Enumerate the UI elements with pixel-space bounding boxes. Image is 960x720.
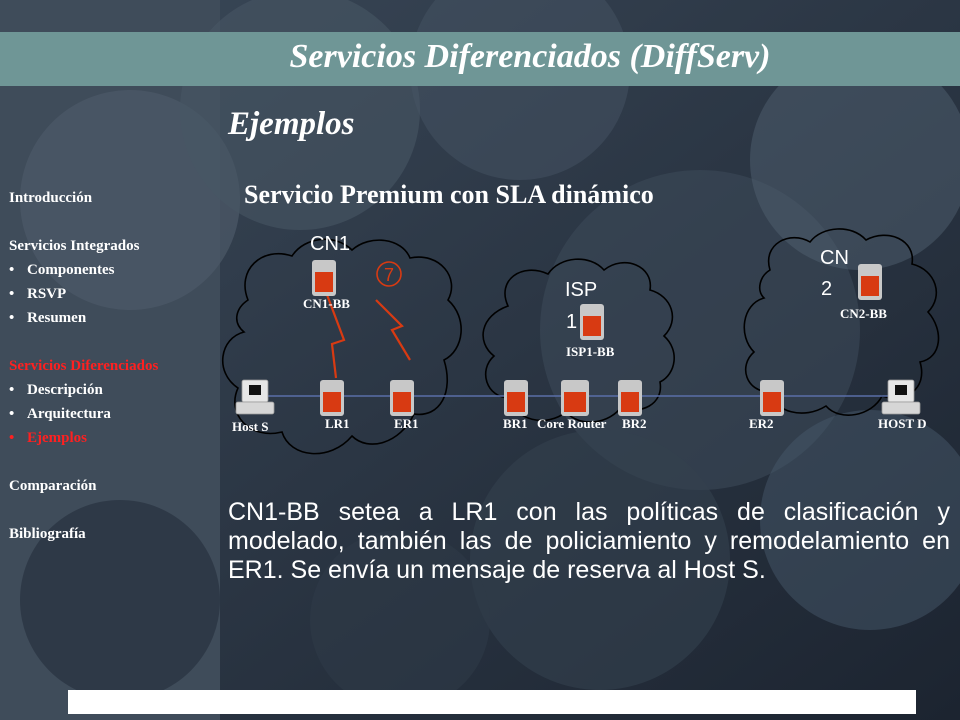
footer-bar: [68, 690, 916, 714]
node-label-er2: ER2: [749, 416, 774, 431]
node-label-core-router: Core Router: [537, 416, 607, 431]
router-cn1-bb-icon: [312, 260, 336, 296]
nav-item[interactable]: Componentes: [9, 258, 158, 282]
node-label-br2: BR2: [622, 416, 647, 431]
cloud-isp1: [482, 258, 675, 423]
nav-item[interactable]: Servicios Integrados: [9, 238, 140, 254]
cloud-label-cn2-line1: CN: [820, 247, 849, 269]
node-label-lr1: LR1: [325, 416, 350, 431]
signal-cn1bb-er1: [375, 299, 411, 361]
router-lr1-icon: [320, 380, 344, 416]
host-d-computer-icon: [881, 379, 921, 415]
host-s-computer-icon: [235, 379, 275, 415]
router-cn2-bb-icon: [858, 264, 882, 300]
nav-item[interactable]: Servicios Diferenciados: [9, 358, 159, 374]
nav-item[interactable]: Descripción: [9, 378, 158, 402]
cloud-label-cn2-line2: 2: [821, 278, 832, 300]
nav-item[interactable]: Resumen: [9, 306, 158, 330]
cloud-label-isp1-line1: ISP: [565, 279, 597, 301]
step-number: 7: [384, 265, 394, 285]
router-core-icon: [561, 380, 589, 416]
router-br1-icon: [504, 380, 528, 416]
slide-title: Servicios Diferenciados (DiffServ): [289, 38, 771, 75]
nav-item[interactable]: Ejemplos: [9, 426, 158, 450]
router-br2-icon: [618, 380, 642, 416]
cloud-label-cn1: CN1: [310, 233, 350, 255]
nav-item[interactable]: Bibliografía: [9, 526, 86, 542]
slide-description: CN1-BB setea a LR1 con las políticas de …: [228, 498, 950, 584]
nav-item[interactable]: Comparación: [9, 478, 97, 494]
node-label-cn1-bb: CN1-BB: [303, 296, 350, 311]
title-bar: [0, 32, 960, 86]
node-label-cn2-bb: CN2-BB: [840, 306, 887, 321]
node-label-isp1-bb: ISP1-BB: [566, 344, 615, 359]
cloud-cn1: [222, 238, 462, 455]
step-number-circle: [376, 261, 402, 287]
nav-item[interactable]: RSVP: [9, 282, 158, 306]
node-label-host-s: Host S: [232, 419, 268, 434]
nav-item[interactable]: Introducción: [9, 190, 93, 206]
node-label-host-d: HOST D: [878, 416, 927, 431]
diagram-title: Servicio Premium con SLA dinámico: [244, 180, 654, 209]
router-er2-icon: [760, 380, 784, 416]
node-label-br1: BR1: [503, 416, 528, 431]
router-er1-icon: [390, 380, 414, 416]
cloud-label-isp1-line2: 1: [566, 311, 577, 333]
router-isp1-bb-icon: [580, 304, 604, 340]
cloud-cn2: [743, 228, 940, 416]
nav-item[interactable]: Arquitectura: [9, 402, 158, 426]
signal-cn1bb-lr1: [324, 291, 346, 379]
node-label-er1: ER1: [394, 416, 419, 431]
section-heading: Ejemplos: [228, 106, 355, 142]
